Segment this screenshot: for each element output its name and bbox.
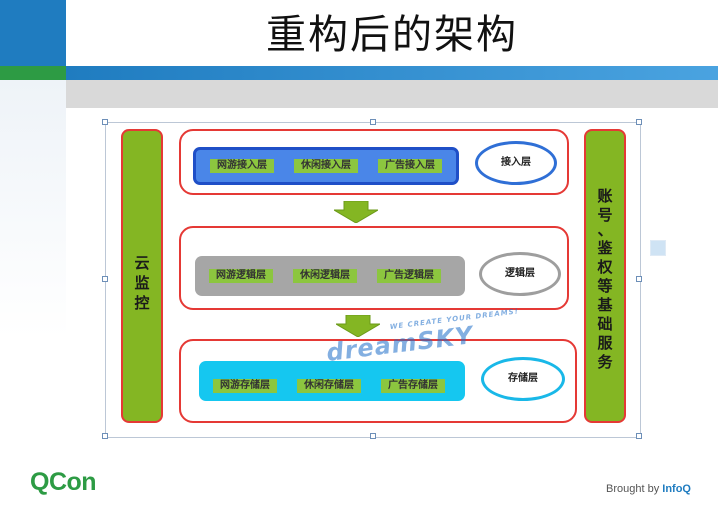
- access-layer: 网游接入层 休闲接入层 广告接入层 接入层: [179, 129, 569, 195]
- infoq-logo: InfoQ: [662, 483, 691, 495]
- module-casual-storage: 休闲存储层: [297, 379, 361, 393]
- module-casual-access: 休闲接入层: [294, 159, 358, 173]
- cloud-monitor-column: 云 监 控: [121, 129, 163, 423]
- logic-layer-bar: 网游逻辑层 休闲逻辑层 广告逻辑层: [195, 256, 465, 296]
- module-ad-logic: 广告逻辑层: [377, 269, 441, 283]
- resize-handle[interactable]: [102, 119, 108, 125]
- slide-title: 重构后的架构: [266, 12, 518, 58]
- storage-layer-name: 存储层: [508, 373, 538, 384]
- base-services-column: 账 号 、 鉴 权 等 基 础 服 务: [584, 129, 626, 423]
- header-green-block: [0, 66, 66, 80]
- resize-handle[interactable]: [636, 119, 642, 125]
- brought-by-text: Brought by: [606, 483, 660, 495]
- resize-handle[interactable]: [102, 433, 108, 439]
- logic-layer-oval: 逻辑层: [479, 252, 561, 296]
- module-ad-access: 广告接入层: [378, 159, 442, 173]
- brought-by-label: Brought by InfoQ: [606, 483, 691, 495]
- storage-layer: 网游存储层 休闲存储层 广告存储层 存储层: [179, 339, 577, 423]
- qcon-logo: QCon: [30, 468, 97, 496]
- logic-layer: 网游逻辑层 休闲逻辑层 广告逻辑层 逻辑层: [179, 226, 569, 310]
- storage-layer-oval: 存储层: [481, 357, 565, 401]
- cloud-monitor-label: 云 监 控: [134, 254, 150, 312]
- access-layer-name: 接入层: [501, 157, 531, 168]
- header-gray-bar: [66, 80, 718, 108]
- down-arrow-icon: [334, 201, 378, 223]
- access-layer-bar: 网游接入层 休闲接入层 广告接入层: [193, 147, 459, 185]
- module-casual-logic: 休闲逻辑层: [293, 269, 357, 283]
- storage-layer-bar: 网游存储层 休闲存储层 广告存储层: [199, 361, 465, 401]
- title-area: 重构后的架构: [66, 0, 718, 66]
- header-blue-bar: [66, 66, 718, 80]
- module-game-storage: 网游存储层: [213, 379, 277, 393]
- decorative-square: [650, 240, 666, 256]
- down-arrow-icon: [336, 315, 380, 337]
- module-game-logic: 网游逻辑层: [209, 269, 273, 283]
- access-layer-oval: 接入层: [475, 141, 557, 185]
- logic-layer-name: 逻辑层: [505, 268, 535, 279]
- diagram-frame[interactable]: 云 监 控 账 号 、 鉴 权 等 基 础 服 务 网游接入层 休闲接入层 广告…: [102, 119, 642, 439]
- resize-handle[interactable]: [636, 433, 642, 439]
- resize-handle[interactable]: [102, 276, 108, 282]
- header-blue-block: [0, 0, 66, 66]
- resize-handle[interactable]: [370, 433, 376, 439]
- left-side-fade: [0, 80, 66, 509]
- resize-handle[interactable]: [636, 276, 642, 282]
- module-ad-storage: 广告存储层: [381, 379, 445, 393]
- module-game-access: 网游接入层: [210, 159, 274, 173]
- resize-handle[interactable]: [370, 119, 376, 125]
- base-services-label: 账 号 、 鉴 权 等 基 础 服 务: [597, 187, 613, 371]
